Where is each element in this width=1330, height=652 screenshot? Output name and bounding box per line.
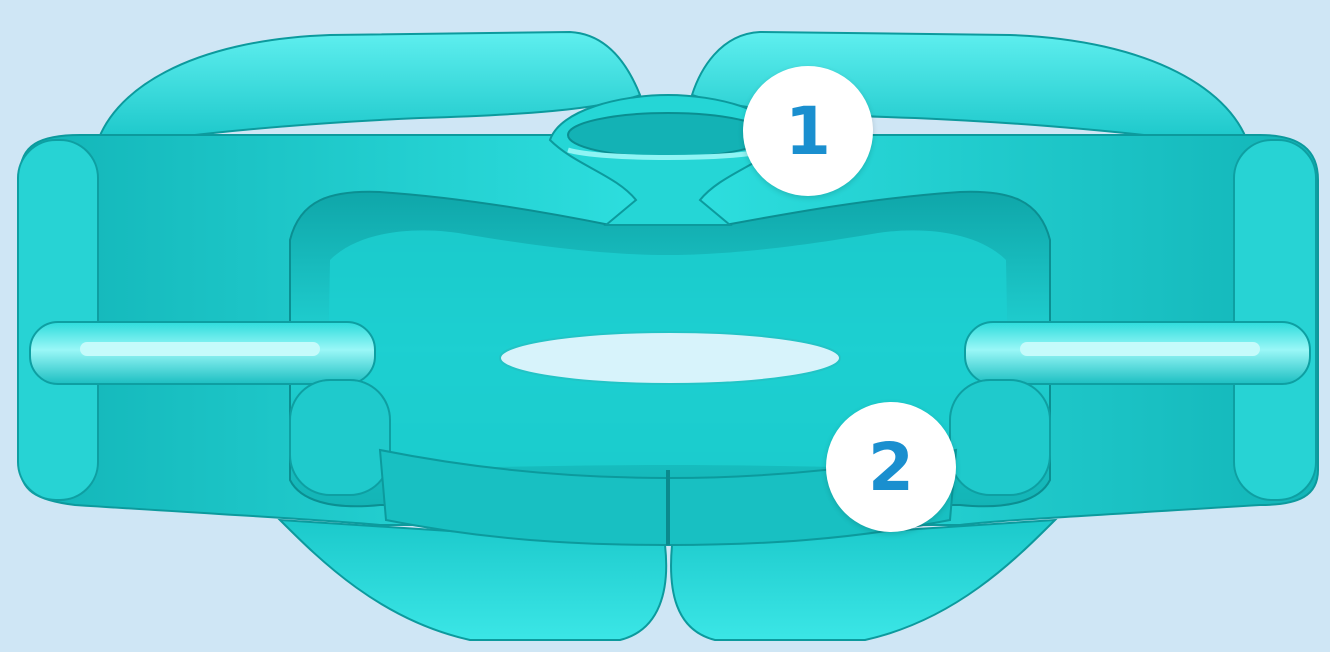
right-cheek-panel (1234, 140, 1316, 500)
right-lower-hook (950, 380, 1050, 495)
left-cheek-panel (18, 140, 98, 500)
callout-number-1: 1 (785, 93, 831, 170)
left-bar-highlight (80, 342, 320, 356)
breathing-slot (500, 332, 840, 384)
callout-number-2: 2 (868, 429, 914, 506)
callout-marker-2: 2 (826, 402, 956, 532)
callout-marker-1: 1 (743, 66, 873, 196)
right-bar-highlight (1020, 342, 1260, 356)
left-lower-hook (290, 380, 390, 495)
tongue-recess (568, 113, 768, 157)
